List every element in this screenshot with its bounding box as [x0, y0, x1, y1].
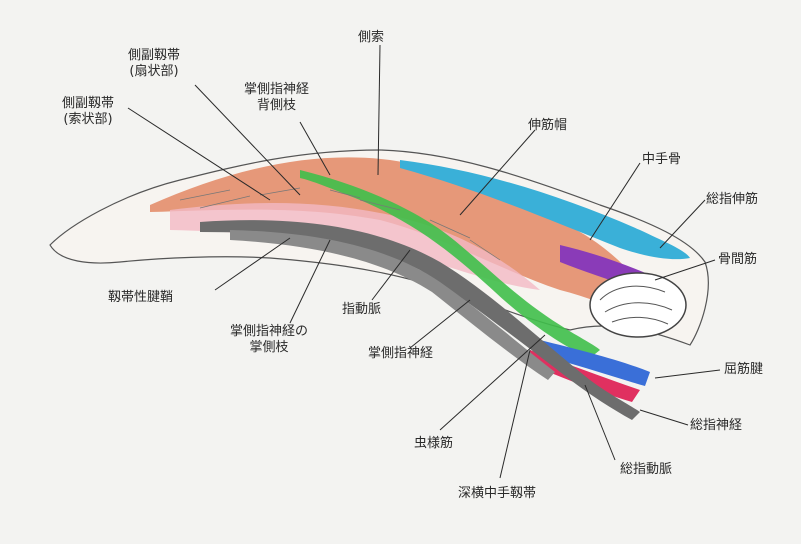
label-lumbrical: 虫様筋: [414, 436, 454, 451]
label-common-digital-nerve: 総指神経: [690, 418, 743, 433]
label-text: 掌側指神経の: [230, 324, 309, 339]
label-digital-artery: 指動脈: [342, 302, 382, 317]
label-text: 掌側枝: [249, 340, 289, 355]
extensor-digitorum-tendon: [400, 160, 690, 260]
label-extensor-digitorum: 総指伸筋: [706, 192, 759, 207]
label-flexor-tendon: 屈筋腱: [724, 362, 764, 377]
label-palmar-digital-nerve-palmar-branch: 掌側指神経の 掌側枝: [230, 324, 308, 356]
label-text: (索状部): [63, 112, 113, 127]
label-text: 側副靱帯: [128, 48, 181, 63]
label-palmar-digital-nerve-dorsal-branch: 掌側指神経 背側枝: [244, 82, 309, 114]
label-lateral-band: 側索: [358, 30, 385, 45]
label-text: 掌側指神経: [244, 82, 310, 97]
label-collateral-ligament-fan: 側副靱帯 (扇状部): [128, 48, 180, 80]
label-text: (扇状部): [129, 64, 179, 79]
label-metacarpal: 中手骨: [642, 152, 682, 167]
label-common-digital-artery: 総指動脈: [620, 462, 673, 477]
label-extensor-hood: 伸筋帽: [528, 118, 568, 133]
label-deep-transverse-metacarpal-ligament: 深横中手靱帯: [458, 486, 537, 501]
label-ligamentous-tendon-sheath: 靱帯性腱鞘: [108, 290, 174, 305]
label-interosseous: 骨間筋: [718, 252, 758, 267]
label-palmar-digital-nerve: 掌側指神経: [368, 346, 434, 361]
digital-artery-shape: [230, 230, 555, 380]
label-collateral-ligament-cord: 側副靱帯 (索状部): [62, 96, 114, 128]
common-digital-nerve-shape: [200, 220, 640, 420]
extensor-hood-shape: [150, 157, 670, 330]
label-text: 側副靱帯: [62, 96, 115, 111]
flexor-tendon-blue: [540, 340, 650, 386]
label-text: 背側枝: [257, 98, 297, 113]
metacarpal-bone-section: [589, 272, 687, 338]
lumbrical-muscle: [300, 170, 600, 358]
leader-lines: [127, 44, 721, 479]
